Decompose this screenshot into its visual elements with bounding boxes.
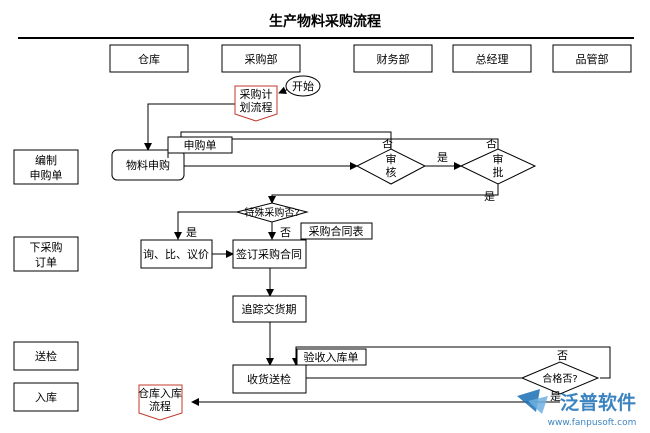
column-header-quality: 品管部 — [552, 44, 632, 73]
svg-text:验收入库单: 验收入库单 — [304, 350, 359, 364]
edge-plan-apply — [144, 103, 255, 151]
svg-text:仓库入库: 仓库入库 — [138, 386, 182, 400]
svg-text:申购单: 申购单 — [184, 138, 217, 152]
svg-text:批: 批 — [493, 165, 504, 179]
svg-text:审: 审 — [386, 152, 397, 166]
node-inspect-receive: 收货送检 — [232, 364, 307, 394]
row-header-prepare-request: 编制 申购单 — [13, 149, 79, 185]
column-header-finance: 财务部 — [353, 44, 433, 73]
svg-text:收货送检: 收货送检 — [247, 372, 291, 386]
fanpu-logo-icon — [517, 389, 548, 414]
svg-text:仓库: 仓库 — [138, 52, 160, 66]
connectors — [144, 86, 611, 406]
node-inquiry: 询、比、议价 — [140, 239, 213, 269]
node-material-apply: 物料申购 — [111, 149, 185, 181]
edge-approve-no — [187, 138, 499, 151]
svg-text:总经理: 总经理 — [476, 52, 509, 66]
svg-text:编制: 编制 — [35, 153, 57, 167]
svg-text:开始: 开始 — [292, 79, 314, 93]
watermark: 泛普软件 www.fanpusoft.com — [517, 389, 636, 428]
node-sign-contract: 签订采购合同 — [232, 239, 307, 269]
node-start: 开始 — [285, 75, 321, 97]
row-header-inspection: 送检 — [13, 341, 79, 371]
svg-text:特殊采购否?: 特殊采购否? — [244, 206, 299, 219]
label-approve-no: 否 — [486, 137, 497, 150]
edge-special-yes — [174, 211, 237, 240]
svg-text:询、比、议价: 询、比、议价 — [143, 248, 209, 261]
svg-text:核: 核 — [386, 165, 397, 179]
node-purchase-plan: 采购计 划流程 — [234, 85, 278, 122]
label-approve-yes: 是 — [484, 190, 495, 203]
svg-text:划流程: 划流程 — [240, 100, 273, 114]
svg-text:采购合同表: 采购合同表 — [309, 224, 364, 238]
row-header-issue-order: 下采购 订单 — [13, 236, 79, 272]
label-qualified-yes: 是 — [550, 390, 561, 403]
label-special-no: 否 — [280, 226, 291, 239]
svg-text:流程: 流程 — [149, 399, 171, 413]
svg-text:追踪交货期: 追踪交货期 — [242, 302, 297, 316]
edge-qualified-no — [292, 346, 611, 379]
node-track-delivery: 追踪交货期 — [232, 295, 307, 323]
label-special-yes: 是 — [186, 226, 197, 239]
svg-text:财务部: 财务部 — [377, 52, 410, 66]
label-qualified-no: 否 — [557, 349, 568, 362]
node-contract-table: 采购合同表 — [300, 222, 373, 244]
node-approve: 审 批 — [459, 148, 537, 185]
edge-approve-yes — [268, 184, 499, 204]
svg-text:申购单: 申购单 — [30, 168, 63, 182]
svg-text:订单: 订单 — [35, 256, 57, 269]
label-audit-yes: 是 — [437, 151, 448, 164]
svg-text:下采购: 下采购 — [30, 240, 63, 254]
svg-text:合格否?: 合格否? — [542, 372, 577, 385]
svg-text:签订采购合同: 签订采购合同 — [236, 247, 302, 261]
column-header-warehouse: 仓库 — [109, 44, 189, 73]
node-inbound-form: 验收入库单 — [296, 348, 367, 370]
node-warehouse-flow: 仓库入库 流程 — [138, 384, 183, 421]
row-header-inbound: 入库 — [13, 382, 79, 412]
svg-text:送检: 送检 — [35, 349, 57, 363]
svg-text:采购部: 采购部 — [245, 52, 278, 66]
node-apply-form: 申购单 — [167, 136, 233, 158]
label-audit-no: 否 — [382, 137, 393, 150]
node-special-purchase: 特殊采购否? — [235, 202, 309, 223]
edge-inspect-qualified — [306, 368, 564, 379]
svg-text:采购计: 采购计 — [240, 87, 273, 101]
column-header-gm: 总经理 — [452, 44, 532, 73]
svg-text:入库: 入库 — [35, 391, 57, 404]
page-title: 生产物料采购流程 — [269, 13, 381, 30]
watermark-name: 泛普软件 — [560, 391, 636, 414]
node-qualified: 合格否? — [520, 361, 600, 395]
watermark-url: www.fanpusoft.com — [548, 418, 637, 428]
node-audit: 审 核 — [355, 148, 427, 185]
svg-text:品管部: 品管部 — [576, 52, 609, 66]
svg-text:审: 审 — [493, 152, 504, 166]
svg-text:物料申购: 物料申购 — [126, 158, 170, 172]
column-header-purchasing: 采购部 — [221, 44, 301, 73]
